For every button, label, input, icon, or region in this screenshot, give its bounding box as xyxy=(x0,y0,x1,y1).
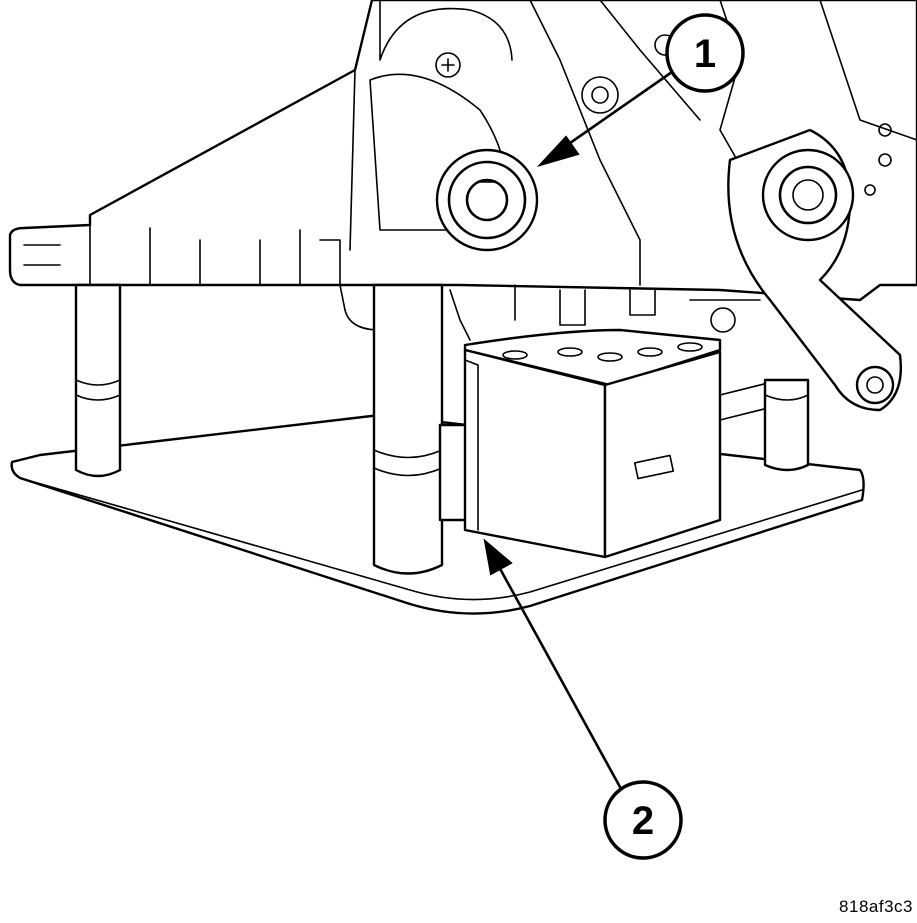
lower-housing-details xyxy=(339,284,801,421)
callout-1: 1 xyxy=(665,13,745,93)
bore-boss xyxy=(435,148,539,252)
support-post-right xyxy=(763,378,810,472)
support-block xyxy=(463,328,722,559)
lever-arm xyxy=(727,128,902,412)
callout-2-label: 2 xyxy=(632,799,654,843)
callout-1-label: 1 xyxy=(694,32,716,76)
support-post-center xyxy=(372,283,444,575)
support-posts xyxy=(74,283,810,575)
leader-arrow-2 xyxy=(483,538,622,789)
callout-2: 2 xyxy=(603,780,683,860)
figure-reference-code: 818af3c3 xyxy=(839,897,913,916)
support-post-left xyxy=(74,283,122,478)
leader-arrow-1 xyxy=(536,70,674,167)
